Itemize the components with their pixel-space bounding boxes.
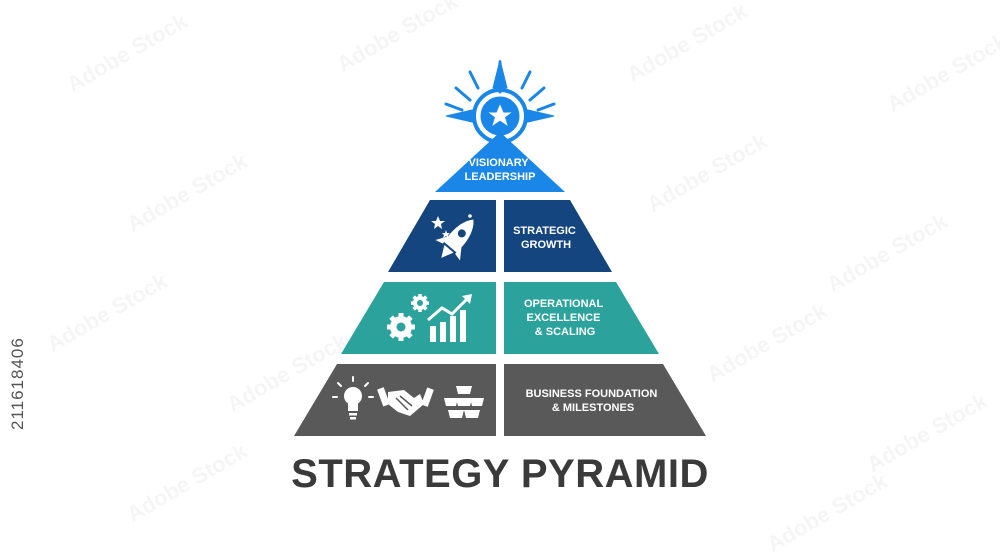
visionary-label: VISIONARY LEADERSHIP bbox=[465, 157, 536, 183]
gears-icon bbox=[387, 294, 429, 341]
stock-id: 211618406 bbox=[8, 337, 27, 430]
gear-tooth bbox=[387, 324, 392, 330]
gear-tooth bbox=[405, 315, 413, 323]
compass-star-icon bbox=[444, 59, 556, 151]
gear-tooth bbox=[422, 305, 428, 311]
rocket-icon bbox=[431, 214, 474, 261]
tier-operational-right bbox=[504, 282, 659, 354]
operational-label-line-1: OPERATIONAL bbox=[524, 298, 604, 310]
foundation-label-line-1: BUSINESS FOUNDATION bbox=[526, 388, 658, 400]
foundation-label-line-2: & MILESTONES bbox=[552, 402, 634, 414]
tier-visionary-leadership bbox=[435, 132, 565, 192]
gold-bars-icon bbox=[444, 386, 484, 418]
tier-foundation-right bbox=[504, 364, 706, 436]
gear-tooth bbox=[398, 313, 404, 318]
foundation-label: BUSINESS FOUNDATION & MILESTONES bbox=[526, 388, 661, 414]
tier-operational-left bbox=[341, 282, 496, 354]
lightbulb-icon bbox=[332, 376, 374, 420]
gear-tooth bbox=[422, 295, 428, 301]
strategic-label-line-2: GROWTH bbox=[521, 239, 571, 251]
strategic-label-line-1: STRATEGIC bbox=[513, 225, 576, 237]
visionary-label-line-1: VISIONARY bbox=[469, 157, 530, 169]
tier-strategic-growth-left bbox=[388, 200, 496, 272]
gear-tooth bbox=[410, 324, 415, 330]
visionary-label-line-2: LEADERSHIP bbox=[465, 171, 536, 183]
tier-strategic-growth-right bbox=[504, 200, 612, 272]
growth-chart-icon bbox=[427, 294, 472, 342]
operational-label: OPERATIONAL EXCELLENCE & SCALING bbox=[524, 298, 606, 338]
gear-tooth bbox=[412, 305, 418, 311]
gear-tooth bbox=[398, 336, 404, 341]
handshake-icon bbox=[377, 387, 434, 416]
page-title: STRATEGY PYRAMID bbox=[291, 452, 709, 496]
gear-tooth bbox=[405, 331, 413, 339]
gear-tooth bbox=[418, 308, 422, 312]
operational-label-line-3: & SCALING bbox=[535, 326, 596, 338]
gear-tooth bbox=[389, 315, 397, 323]
gear-tooth bbox=[418, 294, 422, 298]
gear-tooth bbox=[412, 295, 418, 301]
strategic-label: STRATEGIC GROWTH bbox=[513, 225, 579, 251]
operational-label-line-2: EXCELLENCE bbox=[526, 312, 600, 324]
gear-tooth bbox=[389, 331, 397, 339]
gear-tooth bbox=[411, 301, 415, 305]
gear-tooth bbox=[425, 301, 429, 305]
